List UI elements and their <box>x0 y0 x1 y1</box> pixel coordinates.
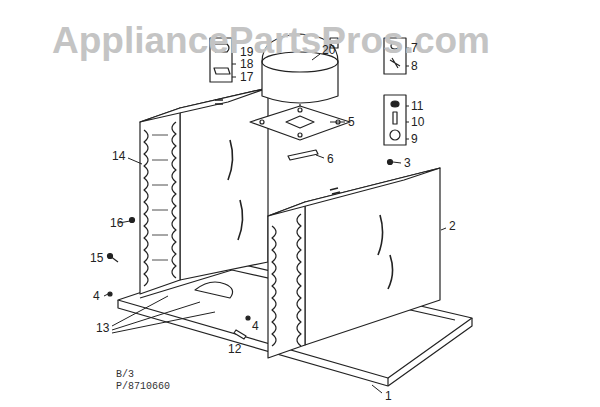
watermark: AppliancePartsPros.com <box>52 22 490 59</box>
callout-number: 15 <box>90 252 103 264</box>
callout-number: 9 <box>411 133 418 145</box>
callout-number: 13 <box>96 322 109 334</box>
callout-number: 18 <box>240 58 253 70</box>
callout-number: 2 <box>449 220 456 232</box>
callout-number: 6 <box>327 153 334 165</box>
callout-number: 17 <box>240 71 253 83</box>
callout-number: 7 <box>411 42 418 54</box>
callout-number: 12 <box>228 343 241 355</box>
callout-number: 20 <box>322 44 335 56</box>
drawing-code: P/8710660 <box>116 382 170 392</box>
callout-number: 14 <box>112 150 125 162</box>
callout-number: 3 <box>404 157 411 169</box>
callout-number: 8 <box>411 60 418 72</box>
drawing-code: B/3 <box>116 370 134 380</box>
callout-number: 16 <box>110 217 123 229</box>
callout-number: 1 <box>385 390 392 402</box>
callout-number: 10 <box>411 116 424 128</box>
callout-number: 4 <box>93 290 100 302</box>
callout-number: 11 <box>411 100 423 112</box>
callout-number: 19 <box>240 46 253 58</box>
callout-number: 5 <box>348 116 355 128</box>
callout-number: 4 <box>252 320 259 332</box>
